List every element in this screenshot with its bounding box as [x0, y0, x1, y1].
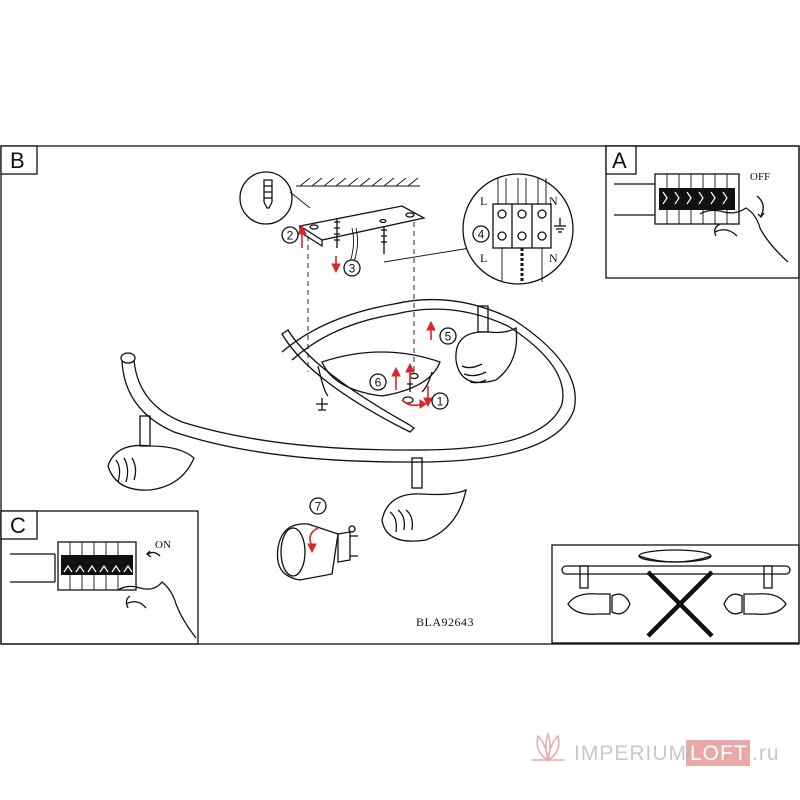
step-markers: 1 2 3 4 5 6 7 [281, 225, 490, 515]
panel-a: A OFF [605, 145, 800, 279]
ceiling-mount [239, 171, 471, 263]
watermark-brand: IMPERIUM [574, 742, 687, 765]
switch-off-label: OFF [750, 171, 770, 183]
watermark-highlight-bg [686, 740, 750, 766]
spotlight-icon [743, 593, 787, 615]
screw-icon [381, 226, 387, 254]
alignment-lines [307, 222, 415, 372]
terminal-label-top-n: N [549, 194, 558, 208]
screw-icon [334, 218, 340, 248]
cross-icon [646, 570, 714, 638]
step-6-marker: 6 [369, 373, 387, 391]
svg-text:2: 2 [287, 229, 294, 243]
spotlight-right-top [455, 305, 518, 384]
step-4-marker: 4 [472, 225, 490, 243]
lotus-logo-icon [532, 731, 564, 763]
panel-b-label: B [10, 148, 25, 173]
watermark-highlight: LOFT [690, 742, 748, 765]
terminal-block: L N L N [462, 173, 574, 285]
step-1-marker: 1 [431, 392, 449, 410]
step-5-marker: 5 [439, 327, 457, 345]
step-3-marker: 3 [343, 259, 361, 277]
warning-panel [551, 544, 800, 644]
svg-text:5: 5 [445, 330, 452, 344]
panel-c-label: C [10, 513, 26, 538]
spotlight-center [381, 457, 467, 542]
screw-icon [316, 398, 328, 411]
switch-on-label: ON [155, 539, 171, 551]
red-arrows [297, 224, 436, 554]
ground-icon [554, 218, 566, 233]
panel-b-tag: B [0, 145, 38, 175]
bulb-reflector [276, 523, 339, 581]
svg-text:6: 6 [375, 376, 382, 390]
diagram-frame [0, 145, 800, 645]
step-2-marker: 2 [281, 226, 299, 244]
bulb-replacement [276, 523, 358, 581]
wall-plug-icon [263, 179, 273, 209]
panel-c: C ON [0, 510, 199, 645]
canopy [321, 351, 441, 397]
curved-arrow-icon [756, 195, 764, 217]
panel-a-label: A [612, 148, 627, 173]
svg-text:7: 7 [315, 500, 322, 514]
step-7-marker: 7 [309, 497, 327, 515]
hand-icon [699, 207, 789, 263]
watermark: IMPERIUM LOFT .ru [532, 731, 780, 766]
curved-arrow-icon [147, 551, 161, 557]
terminal-label-bottom-l: L [480, 251, 487, 265]
svg-text:3: 3 [349, 262, 356, 276]
hand-icon [117, 581, 197, 639]
model-code: BLA92643 [416, 615, 474, 629]
spotlight-icon [567, 593, 611, 615]
spotlight-left [107, 415, 195, 491]
breaker-block-c [10, 541, 137, 591]
terminal-label-bottom-n: N [549, 251, 558, 265]
magnifier-circle [462, 173, 574, 285]
watermark-suffix: .ru [752, 742, 780, 765]
svg-text:1: 1 [437, 395, 444, 409]
terminal-label-top-l: L [480, 194, 487, 208]
svg-text:4: 4 [478, 228, 485, 242]
breaker-block-a [614, 173, 740, 225]
fixture-body [120, 298, 576, 463]
